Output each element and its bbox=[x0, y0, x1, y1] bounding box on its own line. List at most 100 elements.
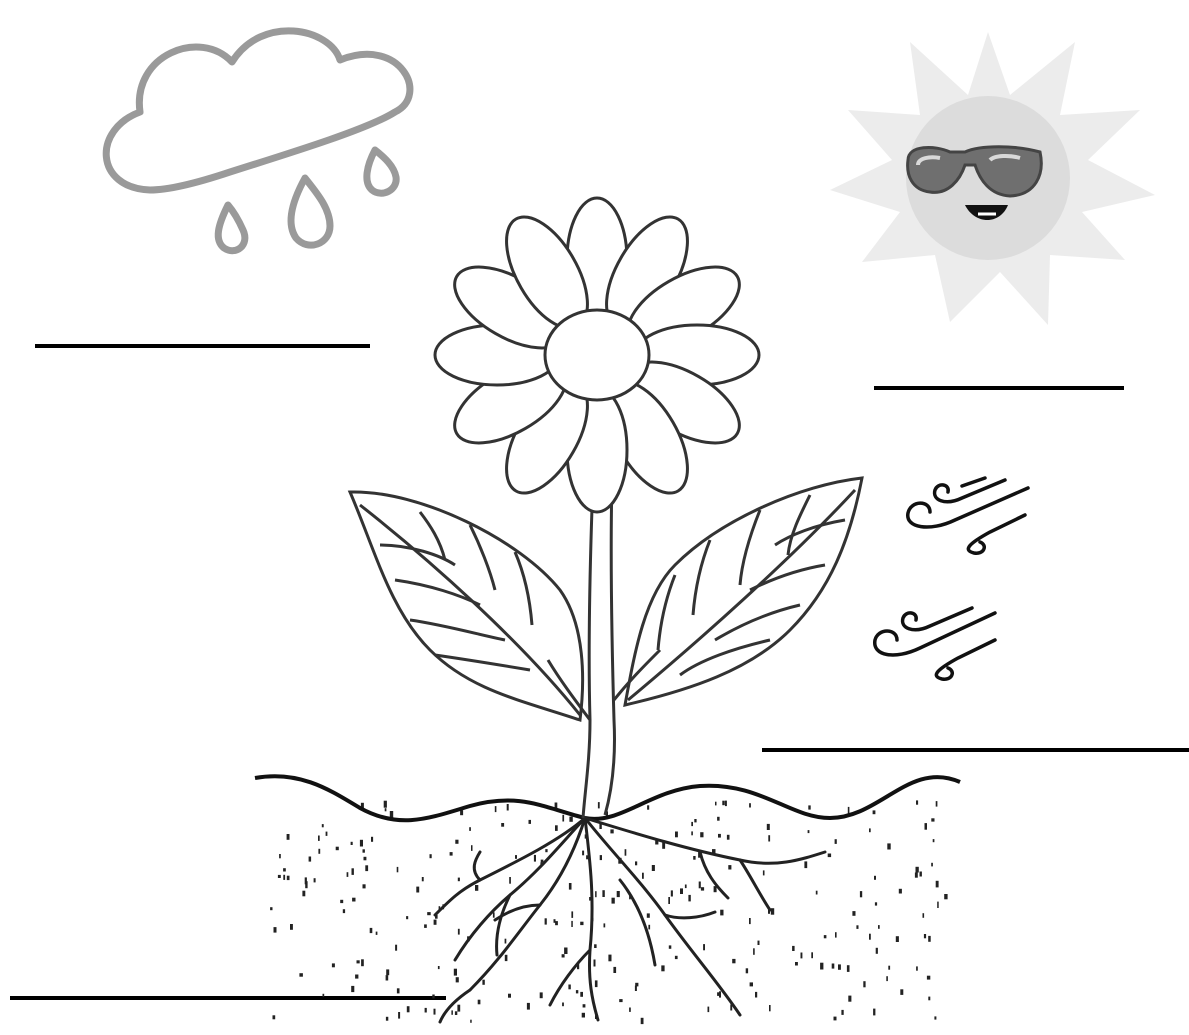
soil-speck bbox=[568, 985, 570, 990]
soil-speck bbox=[580, 992, 583, 997]
left-leaf bbox=[350, 492, 583, 720]
soil-speck bbox=[580, 922, 583, 925]
soil-speck bbox=[600, 855, 602, 860]
soil-speck bbox=[458, 929, 460, 935]
soil-speck bbox=[351, 842, 353, 845]
soil-speck bbox=[767, 824, 770, 830]
soil-speck bbox=[801, 953, 803, 959]
soil-speck bbox=[595, 891, 597, 897]
soil-speck bbox=[507, 804, 509, 811]
soil-speck bbox=[505, 939, 507, 944]
soil-speck bbox=[360, 840, 363, 847]
soil-speck bbox=[427, 912, 431, 915]
soil-speck bbox=[274, 927, 277, 933]
soil-speck bbox=[352, 868, 354, 875]
soil-speck bbox=[283, 875, 285, 880]
soil-speck bbox=[619, 999, 622, 1002]
soil-speck bbox=[326, 832, 328, 836]
soil-speck bbox=[693, 856, 695, 860]
soil-speck bbox=[635, 861, 637, 865]
soil-speck bbox=[717, 817, 720, 821]
soil-speck bbox=[270, 907, 272, 910]
soil-speck bbox=[753, 948, 755, 955]
soil-speck bbox=[931, 863, 933, 867]
soil-speck bbox=[749, 803, 751, 807]
soil-speck bbox=[931, 818, 934, 821]
soil-speck bbox=[594, 960, 596, 967]
soil-speck bbox=[728, 865, 731, 869]
soil-speck bbox=[755, 992, 757, 998]
soil-speck bbox=[562, 815, 564, 822]
soil-speck bbox=[416, 887, 419, 893]
soil-speck bbox=[852, 911, 855, 916]
soil-speck bbox=[515, 855, 517, 859]
soil-speck bbox=[763, 870, 765, 875]
soil-speck bbox=[302, 891, 305, 897]
soil-speck bbox=[701, 887, 704, 890]
soil-speck bbox=[457, 1005, 460, 1012]
soil-speck bbox=[287, 834, 290, 840]
soil-speck bbox=[832, 964, 835, 969]
soil-speck bbox=[708, 1007, 710, 1013]
soil-speck bbox=[425, 1008, 427, 1013]
soil-speck bbox=[361, 959, 364, 966]
soil-speck bbox=[458, 878, 460, 882]
soil-speck bbox=[860, 891, 862, 897]
soil-speck bbox=[856, 925, 858, 929]
soil-speck bbox=[608, 955, 611, 962]
soil-speck bbox=[554, 919, 556, 923]
soil-speck bbox=[915, 873, 918, 878]
soil-speck bbox=[355, 975, 358, 979]
sun-with-sunglasses-icon bbox=[830, 32, 1155, 325]
soil-speck bbox=[873, 1009, 875, 1016]
soil-speck bbox=[398, 1012, 400, 1019]
soil-speck bbox=[290, 924, 293, 930]
soil-speck bbox=[376, 932, 378, 935]
soil-speck bbox=[933, 839, 935, 842]
soil-speck bbox=[647, 805, 649, 809]
soil-speck bbox=[691, 822, 693, 826]
soil-speck bbox=[927, 976, 930, 980]
soil-speck bbox=[896, 936, 899, 942]
soil-speck bbox=[422, 877, 424, 881]
soil-speck bbox=[795, 962, 798, 966]
soil-speck bbox=[309, 857, 312, 862]
soil-speck bbox=[351, 986, 354, 992]
soil-speck bbox=[920, 872, 922, 877]
soil-speck bbox=[534, 855, 536, 862]
soil-speck bbox=[438, 966, 440, 969]
soil-speck bbox=[916, 867, 919, 873]
rain-cloud-icon bbox=[106, 31, 410, 251]
soil-speck bbox=[758, 941, 760, 945]
soil-speck bbox=[475, 885, 478, 891]
flower-center bbox=[545, 310, 649, 400]
soil-speck bbox=[936, 881, 939, 888]
soil-speck bbox=[924, 934, 926, 938]
soil-speck bbox=[847, 965, 850, 972]
soil-speck bbox=[675, 956, 678, 959]
soil-speck bbox=[384, 801, 387, 808]
soil-speck bbox=[434, 1009, 436, 1015]
soil-speck bbox=[835, 839, 837, 844]
soil-speck bbox=[450, 852, 453, 856]
soil-speck bbox=[493, 912, 495, 917]
soil-speck bbox=[834, 1017, 837, 1021]
soil-speck bbox=[562, 1003, 564, 1007]
soil-speck bbox=[305, 877, 307, 884]
soil-speck bbox=[900, 989, 903, 995]
soil-speck bbox=[540, 992, 543, 998]
soil-speck bbox=[816, 891, 818, 895]
soil-speck bbox=[625, 849, 627, 856]
soil-speck bbox=[347, 872, 349, 877]
soil-speck bbox=[545, 918, 547, 924]
soil-speck bbox=[648, 925, 650, 930]
soil-speck bbox=[406, 916, 408, 919]
soil-speck bbox=[691, 831, 693, 835]
soil-speck bbox=[454, 969, 457, 976]
soil-speck bbox=[635, 986, 637, 991]
soil-speck bbox=[343, 909, 345, 913]
soil-speck bbox=[576, 990, 578, 993]
soil-speck bbox=[749, 918, 751, 924]
soil-speck bbox=[792, 946, 795, 951]
soil-speck bbox=[595, 980, 598, 987]
